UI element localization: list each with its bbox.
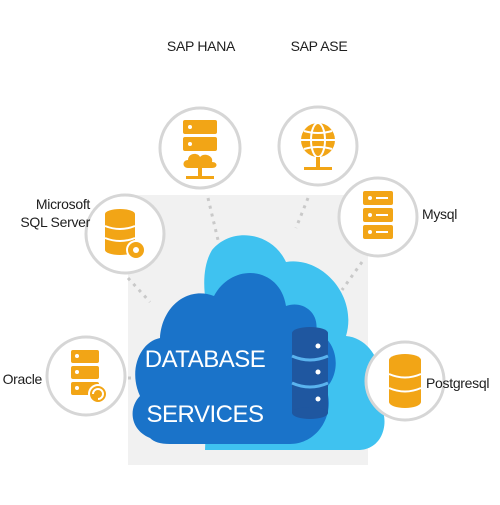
server-cloud-icon	[183, 120, 217, 179]
label-mssql-line2: SQL Server	[20, 214, 90, 230]
label-sap-hana: SAP HANA	[166, 38, 236, 54]
connector-ase	[294, 197, 310, 229]
label-mysql: Mysql	[422, 206, 458, 222]
server-refresh-icon	[71, 350, 108, 404]
label-oracle: Oracle	[2, 371, 43, 387]
label-sap-ase: SAP ASE	[290, 38, 348, 54]
connector-mysql	[340, 261, 364, 291]
globe-icon	[301, 122, 335, 170]
cloud-title-line2: SERVICES	[146, 401, 264, 428]
server-rack-icon	[363, 191, 393, 239]
label-postgres: Postgresql	[426, 375, 490, 391]
dark-cloud	[132, 273, 336, 444]
label-mssql-line1: Microsoft	[35, 196, 90, 212]
database-gear-icon	[104, 209, 146, 260]
database-icon	[388, 354, 422, 408]
connector-mssql	[126, 276, 152, 304]
cloud-title-line1: DATABASE	[144, 346, 266, 373]
database-stack-icon	[291, 327, 329, 419]
